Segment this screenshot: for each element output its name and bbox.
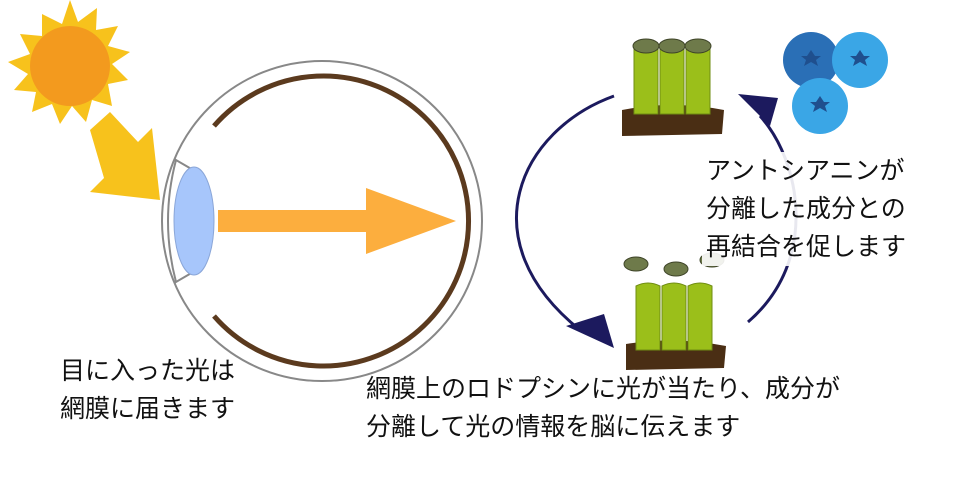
cycle-arrowhead-bottom-icon bbox=[566, 314, 614, 348]
eye-caption-line-2: 網膜に届きます bbox=[60, 394, 236, 423]
rhodopsin-caption: 網膜上のロドプシンに光が当たり、成分が 分離して光の情報を脳に伝えます bbox=[366, 370, 840, 446]
rod-cells-bottom-icon bbox=[623, 252, 726, 370]
sunlight-arrow-icon bbox=[90, 112, 160, 200]
anthocyanin-caption-line-3: 再結合を促します bbox=[706, 232, 907, 261]
rhodopsin-caption-line-2: 分離して光の情報を脳に伝えます bbox=[366, 412, 741, 441]
sun-icon bbox=[8, 0, 130, 124]
blueberry-icon bbox=[783, 32, 888, 134]
rhodopsin-caption-line-1: 網膜上のロドプシンに光が当たり、成分が bbox=[366, 374, 841, 403]
cycle-arrowhead-top-icon bbox=[738, 94, 778, 126]
rod-cells-top-icon bbox=[622, 38, 724, 136]
eye-caption-line-1: 目に入った光は bbox=[60, 356, 236, 385]
anthocyanin-caption-line-1: アントシアニンが bbox=[706, 156, 905, 185]
eye-caption: 目に入った光は 網膜に届きます bbox=[60, 352, 235, 428]
anthocyanin-caption: アントシアニンが 分離した成分との 再結合を促します bbox=[702, 152, 911, 266]
light-ray-arrow-icon bbox=[218, 188, 456, 254]
anthocyanin-caption-line-2: 分離した成分との bbox=[706, 194, 906, 223]
